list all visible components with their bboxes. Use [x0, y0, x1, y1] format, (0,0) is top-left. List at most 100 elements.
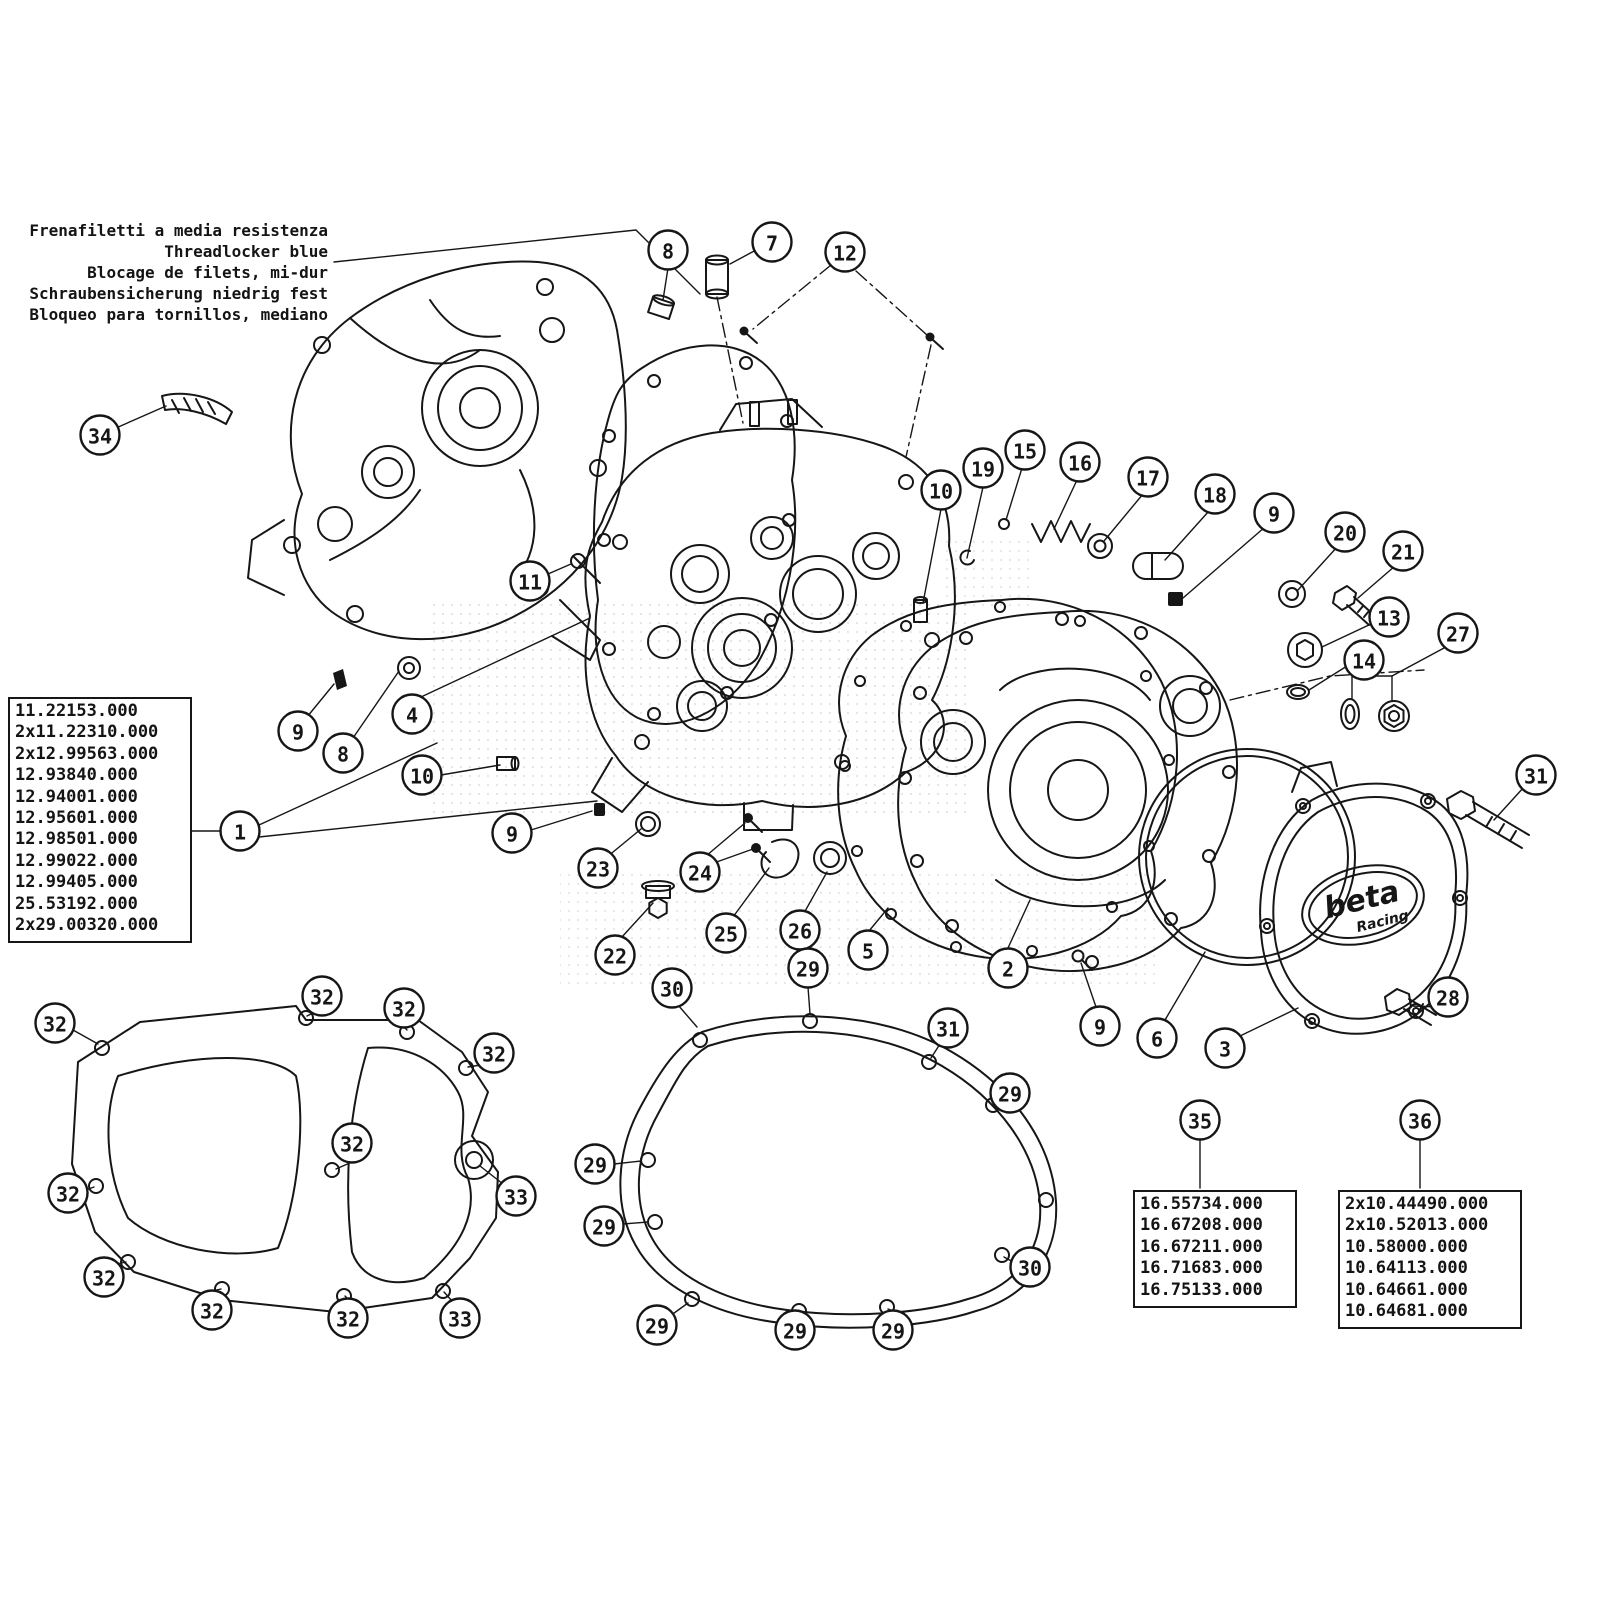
svg-text:11: 11 — [518, 571, 542, 595]
svg-text:26: 26 — [788, 920, 812, 944]
svg-text:21: 21 — [1391, 541, 1415, 565]
svg-text:24: 24 — [688, 862, 712, 886]
svg-text:29: 29 — [645, 1315, 669, 1339]
svg-text:32: 32 — [92, 1267, 116, 1291]
callout-9: 9 — [277, 710, 319, 752]
callout-3: 3 — [1204, 1027, 1246, 1069]
text-line: 12.99405.000 — [15, 872, 138, 893]
callout-18: 18 — [1194, 473, 1236, 515]
rubber-strip-part — [161, 392, 233, 425]
svg-text:32: 32 — [482, 1043, 506, 1067]
callout-28: 28 — [1427, 976, 1469, 1018]
callout-21: 21 — [1382, 530, 1424, 572]
callout-11: 11 — [509, 560, 551, 602]
text-line: 16.75133.000 — [1140, 1279, 1263, 1300]
text-line: Blocage de filets, mi-dur — [87, 263, 328, 282]
callout-32: 32 — [47, 1172, 89, 1214]
callout-31: 31 — [927, 1007, 969, 1049]
callout-33: 33 — [495, 1175, 537, 1217]
text-line: 12.94001.000 — [15, 786, 138, 807]
svg-text:3: 3 — [1219, 1038, 1231, 1062]
callout-29: 29 — [574, 1143, 616, 1185]
bottom-left-gasket — [71, 1005, 499, 1313]
callout-7: 7 — [751, 221, 793, 263]
svg-text:1: 1 — [234, 821, 246, 845]
svg-text:29: 29 — [998, 1083, 1022, 1107]
beta-racing-logo: beta Racing — [1301, 864, 1425, 946]
svg-text:28: 28 — [1436, 987, 1460, 1011]
center-crankcase-half — [584, 398, 956, 831]
callout-30: 30 — [651, 967, 693, 1009]
svg-text:29: 29 — [592, 1216, 616, 1240]
callout-32: 32 — [331, 1122, 373, 1164]
callout-31: 31 — [1515, 754, 1557, 796]
svg-text:31: 31 — [1524, 765, 1548, 789]
callout-10: 10 — [920, 469, 962, 511]
text-line: 16.55734.000 — [1140, 1194, 1263, 1214]
svg-text:36: 36 — [1408, 1110, 1432, 1134]
callout-9: 9 — [1079, 1005, 1121, 1047]
callout-9: 9 — [1253, 492, 1295, 534]
callout-30: 30 — [1009, 1246, 1051, 1288]
svg-text:12: 12 — [833, 242, 857, 266]
callout-22: 22 — [594, 934, 636, 976]
svg-text:33: 33 — [504, 1186, 528, 1210]
callout-5: 5 — [847, 929, 889, 971]
svg-text:8: 8 — [662, 240, 674, 264]
svg-text:2: 2 — [1002, 958, 1014, 982]
svg-text:32: 32 — [200, 1300, 224, 1324]
text-line: 12.93840.000 — [15, 765, 138, 786]
bottom-middle-gasket — [619, 1013, 1058, 1329]
svg-text:8: 8 — [337, 743, 349, 767]
svg-text:16: 16 — [1068, 452, 1092, 476]
svg-text:9: 9 — [1094, 1016, 1106, 1040]
text-line: 16.67208.000 — [1140, 1215, 1263, 1236]
callout-23: 23 — [577, 847, 619, 889]
callout-16: 16 — [1059, 441, 1101, 483]
svg-text:34: 34 — [88, 425, 112, 449]
text-line: 2x10.44490.000 — [1345, 1194, 1489, 1214]
text-line: 2x12.99563.000 — [15, 743, 159, 764]
svg-text:31: 31 — [936, 1018, 960, 1042]
callout-32: 32 — [473, 1032, 515, 1074]
small-parts-top — [647, 254, 944, 350]
callout-29: 29 — [583, 1205, 625, 1247]
svg-text:10: 10 — [410, 765, 434, 789]
callout-14: 14 — [1343, 639, 1385, 681]
leader-lines — [72, 229, 1525, 1317]
callout-32: 32 — [301, 975, 343, 1017]
callout-1: 1 — [219, 810, 261, 852]
svg-text:35: 35 — [1188, 1110, 1212, 1134]
callout-32: 32 — [34, 1002, 76, 1044]
callout-32: 32 — [83, 1256, 125, 1298]
callout-4: 4 — [391, 693, 433, 735]
svg-text:29: 29 — [881, 1320, 905, 1344]
text-line: 10.64681.000 — [1345, 1301, 1468, 1322]
outer-clutch-cover: beta Racing — [1259, 761, 1469, 1035]
callout-6: 6 — [1136, 1017, 1178, 1059]
svg-text:19: 19 — [971, 458, 995, 482]
text-line: Threadlocker blue — [164, 242, 328, 261]
callout-29: 29 — [774, 1309, 816, 1351]
svg-text:30: 30 — [660, 978, 684, 1002]
svg-text:14: 14 — [1352, 650, 1376, 674]
text-line: 10.64113.000 — [1345, 1258, 1468, 1279]
svg-text:29: 29 — [583, 1154, 607, 1178]
svg-text:29: 29 — [796, 958, 820, 982]
callout-34: 34 — [79, 414, 121, 456]
callout-9: 9 — [491, 812, 533, 854]
callout-8: 8 — [647, 229, 689, 271]
text-line: 12.98501.000 — [15, 829, 138, 850]
callout-26: 26 — [779, 909, 821, 951]
callout-29: 29 — [989, 1072, 1031, 1114]
svg-text:27: 27 — [1446, 623, 1470, 647]
callout-20: 20 — [1324, 511, 1366, 553]
text-line: 16.71683.000 — [1140, 1258, 1263, 1279]
callout-8: 8 — [322, 732, 364, 774]
svg-text:33: 33 — [448, 1308, 472, 1332]
callout-32: 32 — [383, 987, 425, 1029]
